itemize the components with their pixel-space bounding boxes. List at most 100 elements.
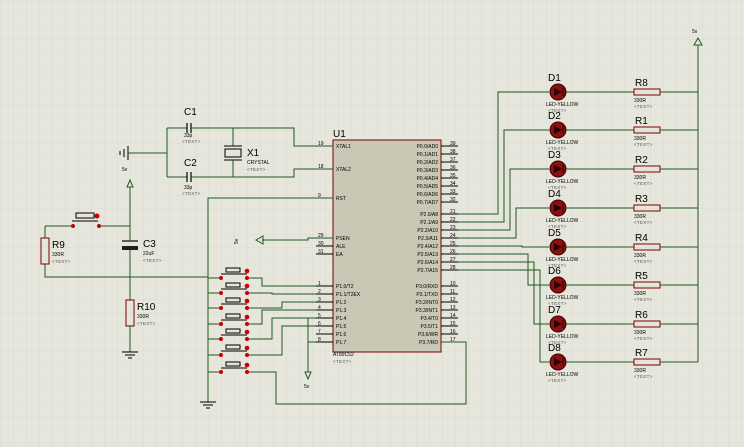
chip-pin-number: 10 <box>450 281 456 287</box>
resistor-value: 330R <box>634 175 646 181</box>
chip-pin-label: EA <box>336 252 343 258</box>
chip-pin-label: P3.2/INT0 <box>415 300 438 306</box>
c2-value: 33p <box>184 185 193 191</box>
chip-pin-number: 22 <box>450 217 456 223</box>
chip-pin-label: P0.7/AD7 <box>417 200 439 206</box>
chip-body <box>332 139 442 353</box>
chip-pin-label: P3.7/RD <box>419 340 438 346</box>
port-button[interactable] <box>208 282 316 295</box>
resistor-value: 330R <box>634 98 646 104</box>
chip-pin-label: P2.2/A10 <box>417 228 438 234</box>
r9-ref: R9 <box>52 240 65 251</box>
chip-pin-number: 8 <box>318 337 321 343</box>
resistor-text: <TEXT> <box>634 374 653 379</box>
resistor-text: <TEXT> <box>634 336 653 341</box>
led-ref: D3 <box>548 150 561 161</box>
c2-ref: C2 <box>184 158 197 169</box>
led-ref: D8 <box>548 343 561 354</box>
port-button[interactable] <box>208 317 316 341</box>
led-ref: D4 <box>548 189 561 200</box>
chip-pin-number: 37 <box>450 157 456 163</box>
port-button[interactable] <box>208 361 250 374</box>
led-ref: D7 <box>548 305 561 316</box>
chip-pin-number: 34 <box>450 181 456 187</box>
led-text: <TEXT> <box>548 108 567 113</box>
chip-pin-label: P2.7/A15 <box>417 268 438 274</box>
x1-ref: X1 <box>247 148 260 159</box>
resistor-text: <TEXT> <box>634 104 653 109</box>
vcc-left-label: 5v <box>122 167 128 173</box>
chip-pin-number: 13 <box>450 305 456 311</box>
chip-pin-number: 30 <box>318 241 324 247</box>
chip-pin-label: P2.1/A9 <box>420 220 438 226</box>
led-text: <TEXT> <box>548 301 567 306</box>
resistor-value: 330R <box>634 214 646 220</box>
chip-pin-number: 24 <box>450 233 456 239</box>
chip-pin-number: 7 <box>318 329 321 335</box>
chip-pin-label: PSEN <box>336 236 350 242</box>
chip-pin-number: 11 <box>450 289 455 295</box>
resistor-value: 330R <box>634 330 646 336</box>
chip-pin-label: P1.1/T2EX <box>336 292 361 298</box>
chip-pin-label: RST <box>336 196 346 202</box>
chip-pin-label: P2.6/A14 <box>417 260 438 266</box>
led-text: <TEXT> <box>548 340 567 345</box>
chip-pin-label: P0.3/AD3 <box>417 168 439 174</box>
chip-pin-label: P0.5/AD5 <box>417 184 439 190</box>
chip-pin-number: 23 <box>450 225 456 231</box>
port-button[interactable] <box>208 309 316 326</box>
chip-pin-label: P2.4/A12 <box>417 244 438 250</box>
resistor-text: <TEXT> <box>634 142 653 147</box>
resistor-value: 330R <box>634 368 646 374</box>
chip-pin-number: 9 <box>318 193 321 199</box>
chip-pin-number: 28 <box>450 265 456 271</box>
chip-pin-label: P2.3/A11 <box>418 236 438 242</box>
r9-value: 330R <box>52 252 64 258</box>
port1-buttons: 5v <box>200 267 467 409</box>
chip-pin-number: 31 <box>318 249 324 255</box>
vcc-top-label: 5v <box>692 29 698 35</box>
led-text: <TEXT> <box>548 263 567 268</box>
led-value: LED-YELLOW <box>546 102 579 108</box>
port-button[interactable] <box>208 297 316 310</box>
chip-pin-label: P1.2 <box>336 300 347 306</box>
chip-pin-label: P2.5/A13 <box>417 252 438 258</box>
chip-pin-label: P0.6/AD6 <box>417 192 439 198</box>
led-text: <TEXT> <box>548 378 567 383</box>
resistor-text: <TEXT> <box>634 259 653 264</box>
led-text: <TEXT> <box>548 146 567 151</box>
resistor-value: 330R <box>634 253 646 259</box>
c2-text: <TEXT> <box>182 191 201 196</box>
chip-part: AT89C52 <box>333 352 354 358</box>
port-button[interactable] <box>208 325 316 357</box>
led-text: <TEXT> <box>548 224 567 229</box>
chip-pin-label: P0.4/AD4 <box>417 176 439 182</box>
resistor-ref: R4 <box>635 233 648 244</box>
chip-pin-number: 33 <box>450 189 456 195</box>
chip-pin-label: P3.4/T0 <box>420 316 438 322</box>
chip-pin-label: XTAL2 <box>336 167 351 173</box>
chip-text: <TEXT> <box>333 359 352 364</box>
chip-pin-label: P3.0/RXD <box>416 284 439 290</box>
chip-pin-label: P3.3/INT1 <box>415 308 438 314</box>
resistor-ref: R2 <box>635 155 648 166</box>
resistor-value: 330R <box>634 291 646 297</box>
resistor-ref: R6 <box>635 310 648 321</box>
chip-pin-number: 27 <box>450 257 456 263</box>
led-ref: D6 <box>548 266 561 277</box>
c1-ref: C1 <box>184 107 197 118</box>
chip-pin-label: P3.1/TXD <box>416 292 438 298</box>
chip-pin-number: 17 <box>450 337 456 343</box>
chip-pin-number: 2 <box>318 289 321 295</box>
port-button[interactable] <box>208 267 316 287</box>
led-ref: D5 <box>548 228 561 239</box>
chip-ref: U1 <box>333 129 346 140</box>
resistor-value: 330R <box>634 136 646 142</box>
resistor-text: <TEXT> <box>634 181 653 186</box>
